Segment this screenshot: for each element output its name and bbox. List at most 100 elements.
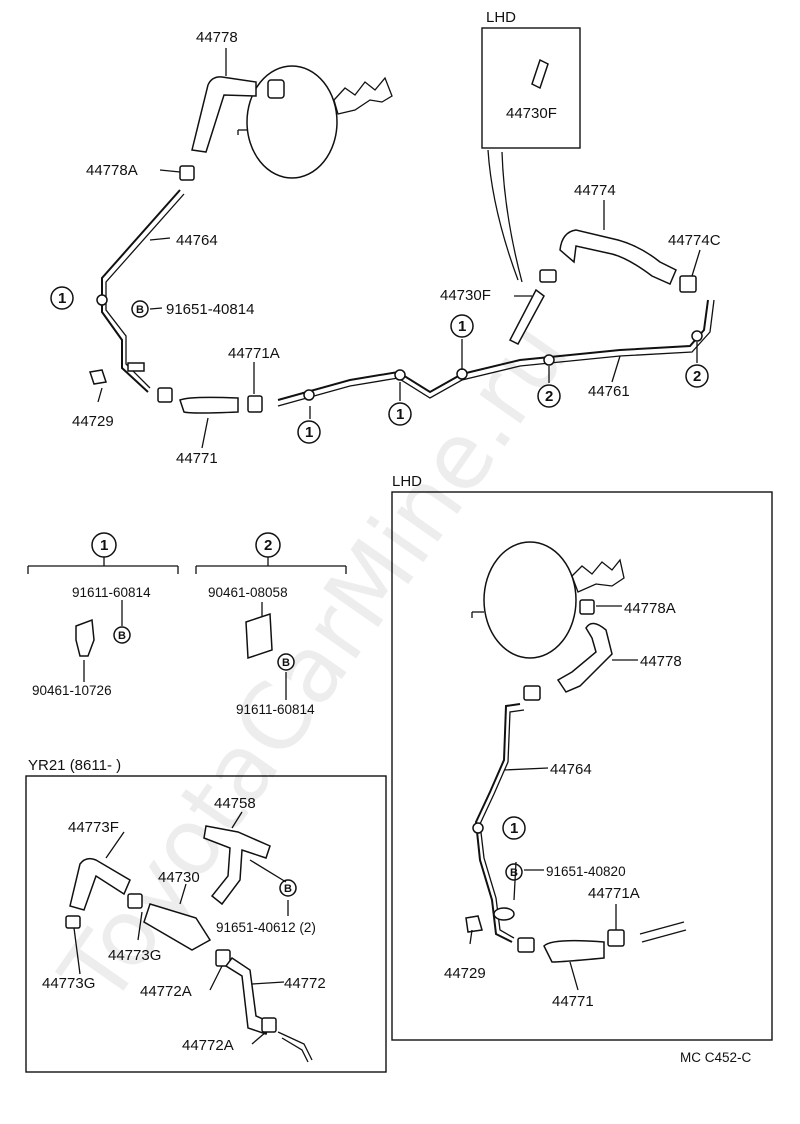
clamp-44772A-b xyxy=(261,1017,277,1033)
label-44778A-lhd: 44778A xyxy=(624,600,676,617)
label-44771: 44771 xyxy=(176,450,218,467)
label-91611-60814-b: 91611-60814 xyxy=(236,702,315,717)
yr21-inset-box xyxy=(25,775,387,1073)
clamp-44771A xyxy=(247,395,263,413)
marker-1-b: 1 xyxy=(297,420,321,444)
detail-2: 2 B 90461-08058 91611-60814 xyxy=(195,532,347,717)
label-91651-40612: 91651-40612 (2) xyxy=(216,920,316,935)
label-44764: 44764 xyxy=(176,232,218,249)
hose-44772 xyxy=(224,956,271,1035)
label-44771A: 44771A xyxy=(228,345,280,362)
clamp-44771A-lhd xyxy=(607,929,625,947)
junction xyxy=(472,822,484,834)
clamp-bracket-2 xyxy=(245,612,273,660)
filter-44730 xyxy=(143,903,212,951)
label-44772: 44772 xyxy=(284,975,326,992)
clamp-44774-upper xyxy=(539,269,557,283)
pipe-44764-lhd xyxy=(474,703,521,943)
label-91651-40814: 91651-40814 xyxy=(166,301,254,318)
lhd-inset-box-top xyxy=(481,27,581,149)
clamp-44771-a xyxy=(157,387,173,403)
label-44761: 44761 xyxy=(588,383,630,400)
label-90461-08058: 90461-08058 xyxy=(208,585,288,600)
bolt-marker-lhd: B xyxy=(505,863,523,881)
label-44778: 44778 xyxy=(196,29,238,46)
lhd-inset-box-main xyxy=(391,491,773,1041)
bracket-44758 xyxy=(203,825,271,906)
hose-44771 xyxy=(179,396,239,414)
bolt-label: B xyxy=(510,867,518,879)
clamp-44771-lhd xyxy=(517,937,535,953)
grommet-44729-lhd xyxy=(465,915,483,933)
label-91651-40820: 91651-40820 xyxy=(546,864,626,879)
marker-label: 1 xyxy=(396,406,404,423)
clamp-44772A-a xyxy=(215,949,231,967)
clamp-44778A xyxy=(179,165,195,181)
marker-label: 1 xyxy=(510,820,518,837)
label-44773G-a: 44773G xyxy=(108,947,161,964)
label-44773F: 44773F xyxy=(68,819,119,836)
detail-1: 1 B 91611-60814 90461-10726 xyxy=(27,532,179,698)
marker-1-lhd: 1 xyxy=(502,816,526,840)
marker-label: 1 xyxy=(305,424,313,441)
label-44778-lhd: 44778 xyxy=(640,653,682,670)
bolt-label: B xyxy=(282,657,290,669)
junction xyxy=(303,389,315,401)
label-44729-lhd: 44729 xyxy=(444,965,486,982)
hose-44778 xyxy=(191,76,257,153)
marker-label: 1 xyxy=(458,318,466,335)
label-44730F-inset: 44730F xyxy=(506,105,557,122)
grommet-top xyxy=(267,79,285,99)
label-44772A-a: 44772A xyxy=(140,983,192,1000)
label-90461-10726: 90461-10726 xyxy=(32,683,112,698)
label-44774: 44774 xyxy=(574,182,616,199)
label-44774C: 44774C xyxy=(668,232,721,249)
junction xyxy=(456,368,468,380)
clamp-44773G-a xyxy=(65,915,81,929)
marker-2-b: 2 xyxy=(685,364,709,388)
label-44758: 44758 xyxy=(214,795,256,812)
marker-1-a: 1 xyxy=(50,286,74,310)
grommet-44729 xyxy=(89,369,107,385)
clamp-44778A-lhd xyxy=(579,599,595,615)
bolt-label: B xyxy=(118,630,126,642)
label-44764-lhd: 44764 xyxy=(550,761,592,778)
lhd-title-top: LHD xyxy=(486,9,516,26)
clamp-44774C xyxy=(679,275,697,293)
label-44772A-b: 44772A xyxy=(182,1037,234,1054)
hose-44773F xyxy=(69,857,131,911)
lhd-title-main: LHD xyxy=(392,473,422,490)
label-44771A-lhd: 44771A xyxy=(588,885,640,902)
marker-label: 2 xyxy=(545,388,553,405)
brake-booster-lhd xyxy=(471,541,625,659)
clamp-44773G-b xyxy=(127,893,143,909)
clamp-lhd-mid xyxy=(523,685,541,701)
yr21-title: YR21 (8611- ) xyxy=(28,757,121,774)
hose-44774 xyxy=(559,229,677,285)
marker-label: 1 xyxy=(58,290,66,307)
label-44730F: 44730F xyxy=(440,287,491,304)
label-44730: 44730 xyxy=(158,869,200,886)
junction xyxy=(96,294,108,306)
marker-2-a: 2 xyxy=(537,384,561,408)
junction xyxy=(691,330,703,342)
marker-label: 2 xyxy=(693,368,701,385)
label-44771-lhd: 44771 xyxy=(552,993,594,1010)
marker-label: 2 xyxy=(264,537,272,554)
hose-44771-lhd xyxy=(543,939,605,963)
valve-44730F xyxy=(508,288,545,345)
junction xyxy=(543,354,555,366)
diagram-code: MC C452-C xyxy=(680,1050,752,1065)
hose-44778-lhd xyxy=(556,622,613,693)
valve-44730F-inset xyxy=(531,58,549,90)
marker-1-c: 1 xyxy=(388,402,412,426)
bolt-label: B xyxy=(284,883,292,895)
label-91611-60814-a: 91611-60814 xyxy=(72,585,151,600)
bolt-marker-top: B xyxy=(131,300,149,318)
brake-booster-top xyxy=(237,65,393,179)
marker-1-d: 1 xyxy=(450,314,474,338)
pipe-44764 xyxy=(101,189,181,393)
label-44778A: 44778A xyxy=(86,162,138,179)
marker-label: 1 xyxy=(100,537,108,554)
